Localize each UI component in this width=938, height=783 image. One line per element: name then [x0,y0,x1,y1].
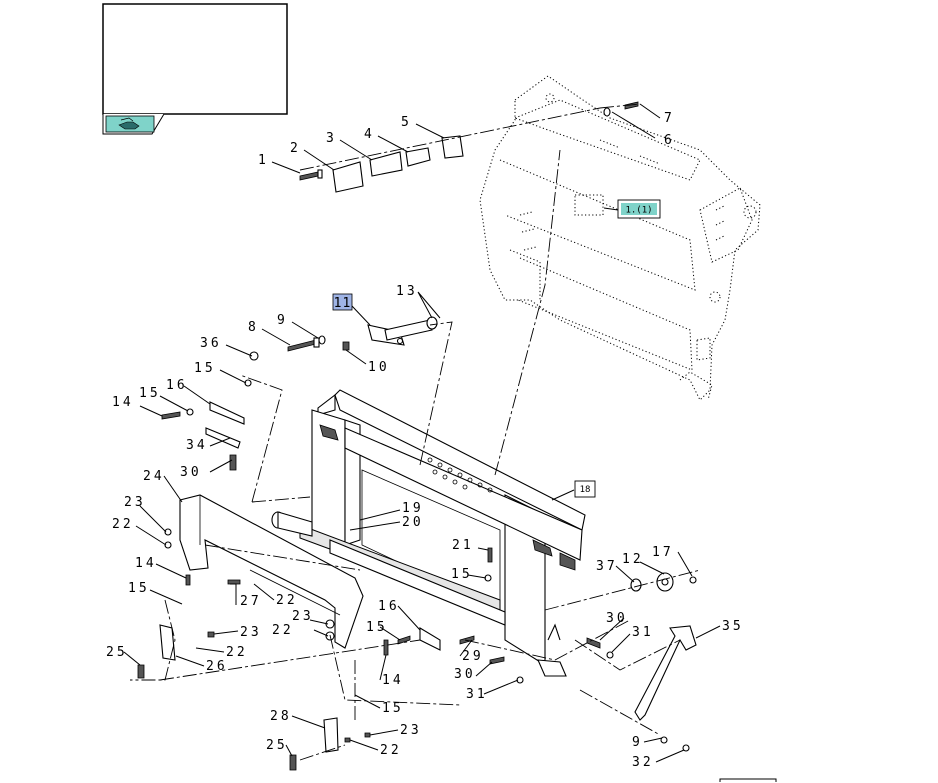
latch-rod [634,625,697,721]
callout: 12 [622,552,644,567]
callout: 22 [380,743,402,758]
callout: 16 [378,599,400,614]
quick-attach-plate [271,389,586,677]
callout-11: 11 [334,296,352,311]
box-fragment [719,778,777,782]
callout: 22 [272,623,294,638]
callout: 31 [466,687,488,702]
callout: 37 [596,559,618,574]
callout: 35 [722,619,744,634]
centre-lines [130,103,701,761]
callout: 15 [139,386,161,401]
callout: 22 [226,645,248,660]
callout: 20 [402,515,424,530]
callout: 23 [124,495,146,510]
bolt-hole-pattern [427,457,493,493]
callout: 15 [194,361,216,376]
callout: 4 [364,127,375,142]
callout: 5 [401,115,412,130]
callout: 25 [266,738,288,753]
callout: 23 [400,723,422,738]
navigation-button[interactable] [105,115,155,133]
highlighted-reference-11[interactable]: 11 [332,293,353,311]
callout: 1 [258,153,269,168]
callout: 29 [462,649,484,664]
leader-lines [123,103,721,763]
callout: 15 [128,581,150,596]
callout: 25 [106,645,128,660]
callout: 14 [382,673,404,688]
callout: 19 [402,501,424,516]
callout: 15 [366,620,388,635]
callout: 2 [290,141,301,156]
callout: 3 [326,131,337,146]
callout: 7 [664,111,675,126]
section-reference-box[interactable]: 1.(1) [617,199,661,219]
callout: 30 [606,611,628,626]
callout: 14 [135,556,157,571]
callout: 24 [143,469,165,484]
top-plates [332,135,464,193]
callout: 27 [240,594,262,609]
info-panel [102,3,288,135]
callout: 36 [200,336,222,351]
small-brackets [159,401,441,753]
callout: 30 [180,465,202,480]
callout: 15 [451,567,473,582]
callout: 26 [206,659,228,674]
pivot-pin-assembly [367,316,438,346]
callout: 30 [454,667,476,682]
callout: 32 [632,755,654,770]
left-shield [179,494,364,649]
callout: 28 [270,709,292,724]
frame-reference-box[interactable]: 18 [574,480,596,498]
callout: 21 [452,538,474,553]
callout: 17 [652,545,674,560]
callout: 34 [186,438,208,453]
hand-pointer-icon [118,117,140,130]
callout: 10 [368,360,390,375]
callout: 16 [166,378,188,393]
callout-labels: 1 2 3 4 5 6 7 8 9 10 13 36 15 16 14 15 3… [106,111,744,770]
callout: 14 [112,395,134,410]
callout: 9 [277,313,288,328]
callout: 22 [276,593,298,608]
frame-reference-label: 18 [580,485,591,495]
callout: 6 [664,133,675,148]
machine-frame-outline [479,75,761,401]
callout: 23 [292,609,314,624]
callout: 23 [240,625,262,640]
section-reference-label: 1.(1) [625,206,652,216]
callout: 15 [382,701,404,716]
callout: 31 [632,625,654,640]
callout: 8 [248,320,259,335]
callout: 22 [112,517,134,532]
callout: 13 [396,284,418,299]
callout: 9 [632,735,643,750]
